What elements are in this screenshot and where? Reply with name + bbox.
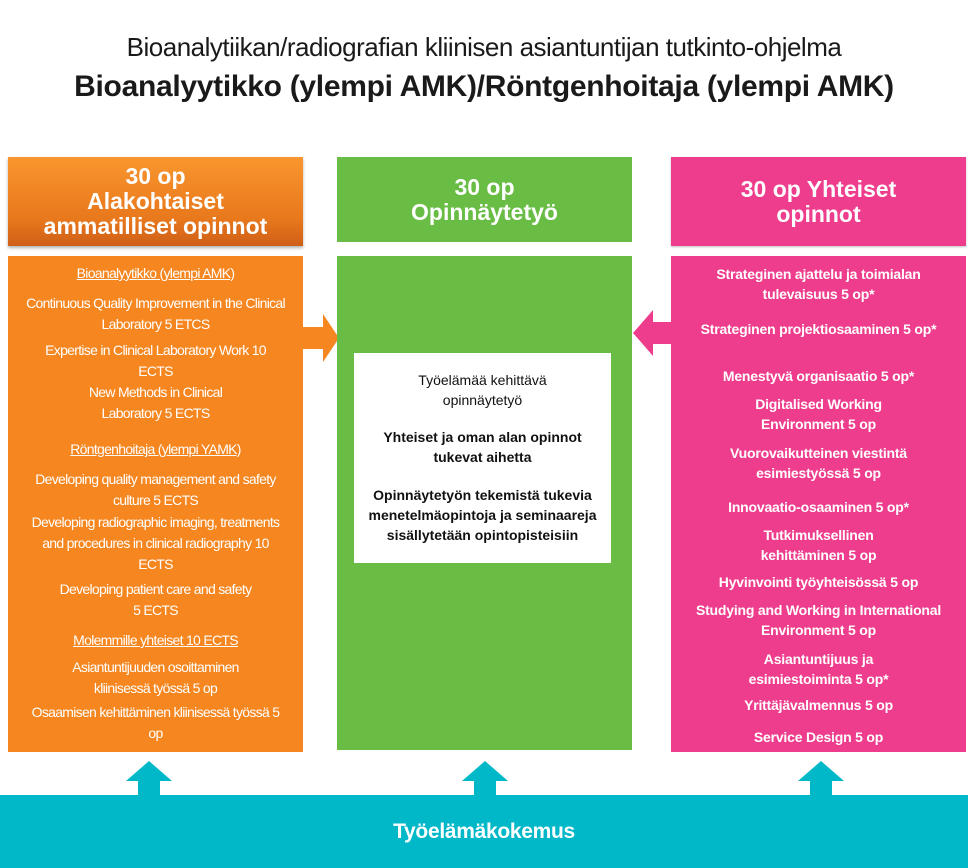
course-item: Expertise in Clinical Laboratory Work 10… [45,342,266,379]
course-item: Asiantuntijuus ja esimiestoiminta 5 op* [748,651,889,687]
course-item: Digitalised Working Environment 5 op [755,396,882,432]
work-experience-bar: Työelämäkokemus [0,795,968,868]
course-item: Yrittäjävalmennus 5 op [744,697,893,713]
course-item: Asiantuntijuuden osoittaminen kliinisess… [72,659,239,696]
course-item: Continuous Quality Improvement in the Cl… [26,295,286,332]
arrow-up-icon [126,761,172,796]
right-header-line: opinnot [776,200,861,227]
section-heading: Molemmille yhteiset 10 ECTS [73,632,238,648]
course-item: Developing patient care and safety 5 ECT… [59,581,252,618]
left-header-line: ammatilliset opinnot [43,213,268,239]
course-item: Strateginen ajattelu ja toimialan tuleva… [716,266,921,302]
arrow-up-icon [798,761,844,796]
middle-header-credits: 30 op [454,173,515,200]
course-item: Osaamisen kehittäminen kliinisessä työss… [31,704,280,741]
course-item: Hyvinvointi työyhteisössä 5 op [718,574,919,590]
course-item: Studying and Working in International En… [695,602,942,638]
middle-header: 30 op Opinnäytetyö [337,157,632,242]
course-item: Menestyvä organisaatio 5 op* [722,368,915,384]
course-item: Service Design 5 op [753,729,884,745]
course-item: Strateginen projektiosaaminen 5 op* [700,321,937,337]
arrow-left-icon [633,310,672,356]
right-header-line: 30 op Yhteiset [740,175,897,202]
thesis-text: Yhteiset ja oman alan opinnot tukevat ai… [383,429,582,465]
left-body: Bioanalyytikko (ylempi AMK) Continuous Q… [8,256,303,752]
course-item: Vuorovaikutteinen viestintä esimiestyöss… [730,445,907,481]
course-item: Tutkimuksellinen kehittäminen 5 op [760,527,877,563]
middle-header-line: Opinnäytetyö [411,198,558,225]
left-header-credits: 30 op [125,163,186,189]
course-item: Developing quality management and safety… [35,471,276,508]
course-item: New Methods in Clinical Laboratory 5 ECT… [88,384,223,421]
thesis-text: Työelämää kehittävä opinnäytetyö [418,372,547,408]
thesis-info-box: Työelämää kehittävä opinnäytetyö Yhteise… [354,353,611,563]
section-heading: Bioanalyytikko (ylempi AMK) [76,265,235,281]
left-header-line: Alakohtaiset [87,188,224,214]
left-header: 30 op Alakohtaiset ammatilliset opinnot [8,157,303,246]
arrow-up-icon [462,761,508,796]
course-item: Innovaatio-osaaminen 5 op* [728,499,909,515]
arrow-right-icon [303,314,339,362]
program-title: Bioanalytiikan/radiografian kliinisen as… [126,32,842,62]
thesis-text: Opinnäytetyön tekemistä tukevia menetelm… [368,487,597,543]
course-item: Developing radiographic imaging, treatme… [31,514,280,572]
right-header: 30 op Yhteiset opinnot [671,157,966,246]
degree-title: Bioanalyytikko (ylempi AMK)/Röntgenhoita… [74,70,894,103]
right-body: Strateginen ajattelu ja toimialan tuleva… [671,256,966,752]
section-heading: Röntgenhoitaja (ylempi YAMK) [70,441,241,457]
